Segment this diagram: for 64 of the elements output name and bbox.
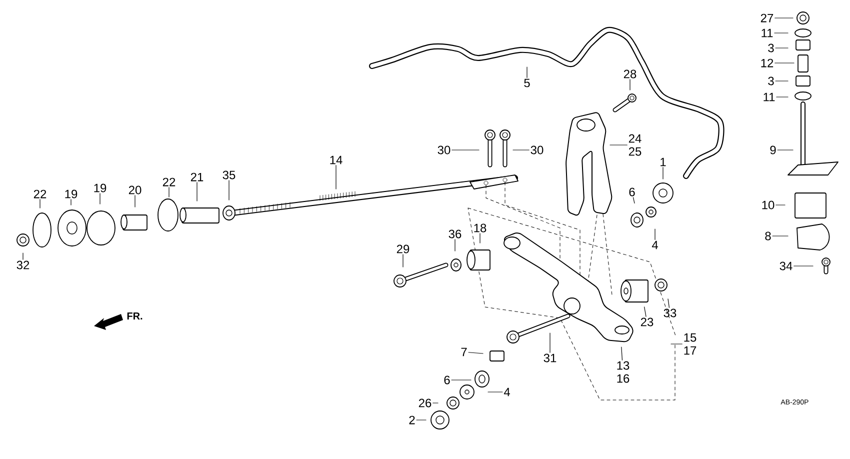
callout-number: 22 [34,190,46,198]
callout-number: 33 [664,308,676,318]
callout-number: 23 [640,318,654,326]
callout-number: 19 [65,190,78,198]
leader-line [526,66,528,78]
callout-number: 36 [448,230,462,238]
callout-number: 2 [409,416,415,424]
leader-line [468,352,484,354]
leader-line [22,252,24,260]
leader-line [776,96,788,98]
callout-number: 29 [396,244,410,254]
callout-number: 31 [544,354,556,362]
leader-line [621,346,623,360]
leader-line [668,298,670,308]
leader-line [454,239,456,252]
callout-number: 12 [761,58,774,68]
leader-line [632,197,635,204]
callout-number: 6 [444,376,450,384]
leader-line [134,195,136,208]
leader-line [228,180,230,200]
direction-label: FR. [127,312,142,320]
callout-number: 18 [474,224,486,232]
leader-line [654,228,656,240]
leader-line [168,187,170,198]
callout-number: 7 [461,348,467,356]
leader-line [774,32,788,34]
leader-line [70,199,72,206]
leader-line [662,167,664,180]
callout-number: 30 [438,146,450,154]
callout-number: 15 17 [684,333,696,355]
callout-number: 3 [768,76,774,86]
callout-number: 32 [16,260,30,270]
callout-number: 6 [629,188,635,196]
callout-number: 9 [770,146,776,154]
callout-number: 24 25 [628,134,642,156]
leader-line [776,204,786,206]
callout-number: 4 [504,388,510,396]
callout-number: 4 [652,240,658,250]
callout-number: 21 [190,172,204,182]
callout-number: 22 [162,178,176,186]
callout-number: 34 [780,262,792,270]
callout-number: 30 [530,146,544,154]
leader-line [196,182,198,202]
callout-number: 27 [760,14,774,22]
callout-number: 13 16 [617,361,630,383]
leader-line [644,306,646,317]
callout-number: 11 [762,28,773,38]
callout-number: 5 [524,78,530,88]
callout-number: 35 [222,170,236,180]
callout-number: 20 [128,186,142,194]
leader-line [775,80,788,82]
leader-line [774,62,794,64]
callout-number: 10 [762,200,774,210]
callout-number: 3 [768,44,774,52]
leader-line [402,254,404,268]
callout-number: 11 [764,92,775,102]
leader-line [610,144,628,146]
callout-number: 1 [660,158,666,166]
leader-line [432,402,438,404]
callout-number: 14 [330,156,342,164]
callout-number: 28 [624,70,636,78]
callout-number: 26 [418,398,432,408]
callout-number: 19 [94,184,106,192]
callout-number: 8 [765,232,771,240]
